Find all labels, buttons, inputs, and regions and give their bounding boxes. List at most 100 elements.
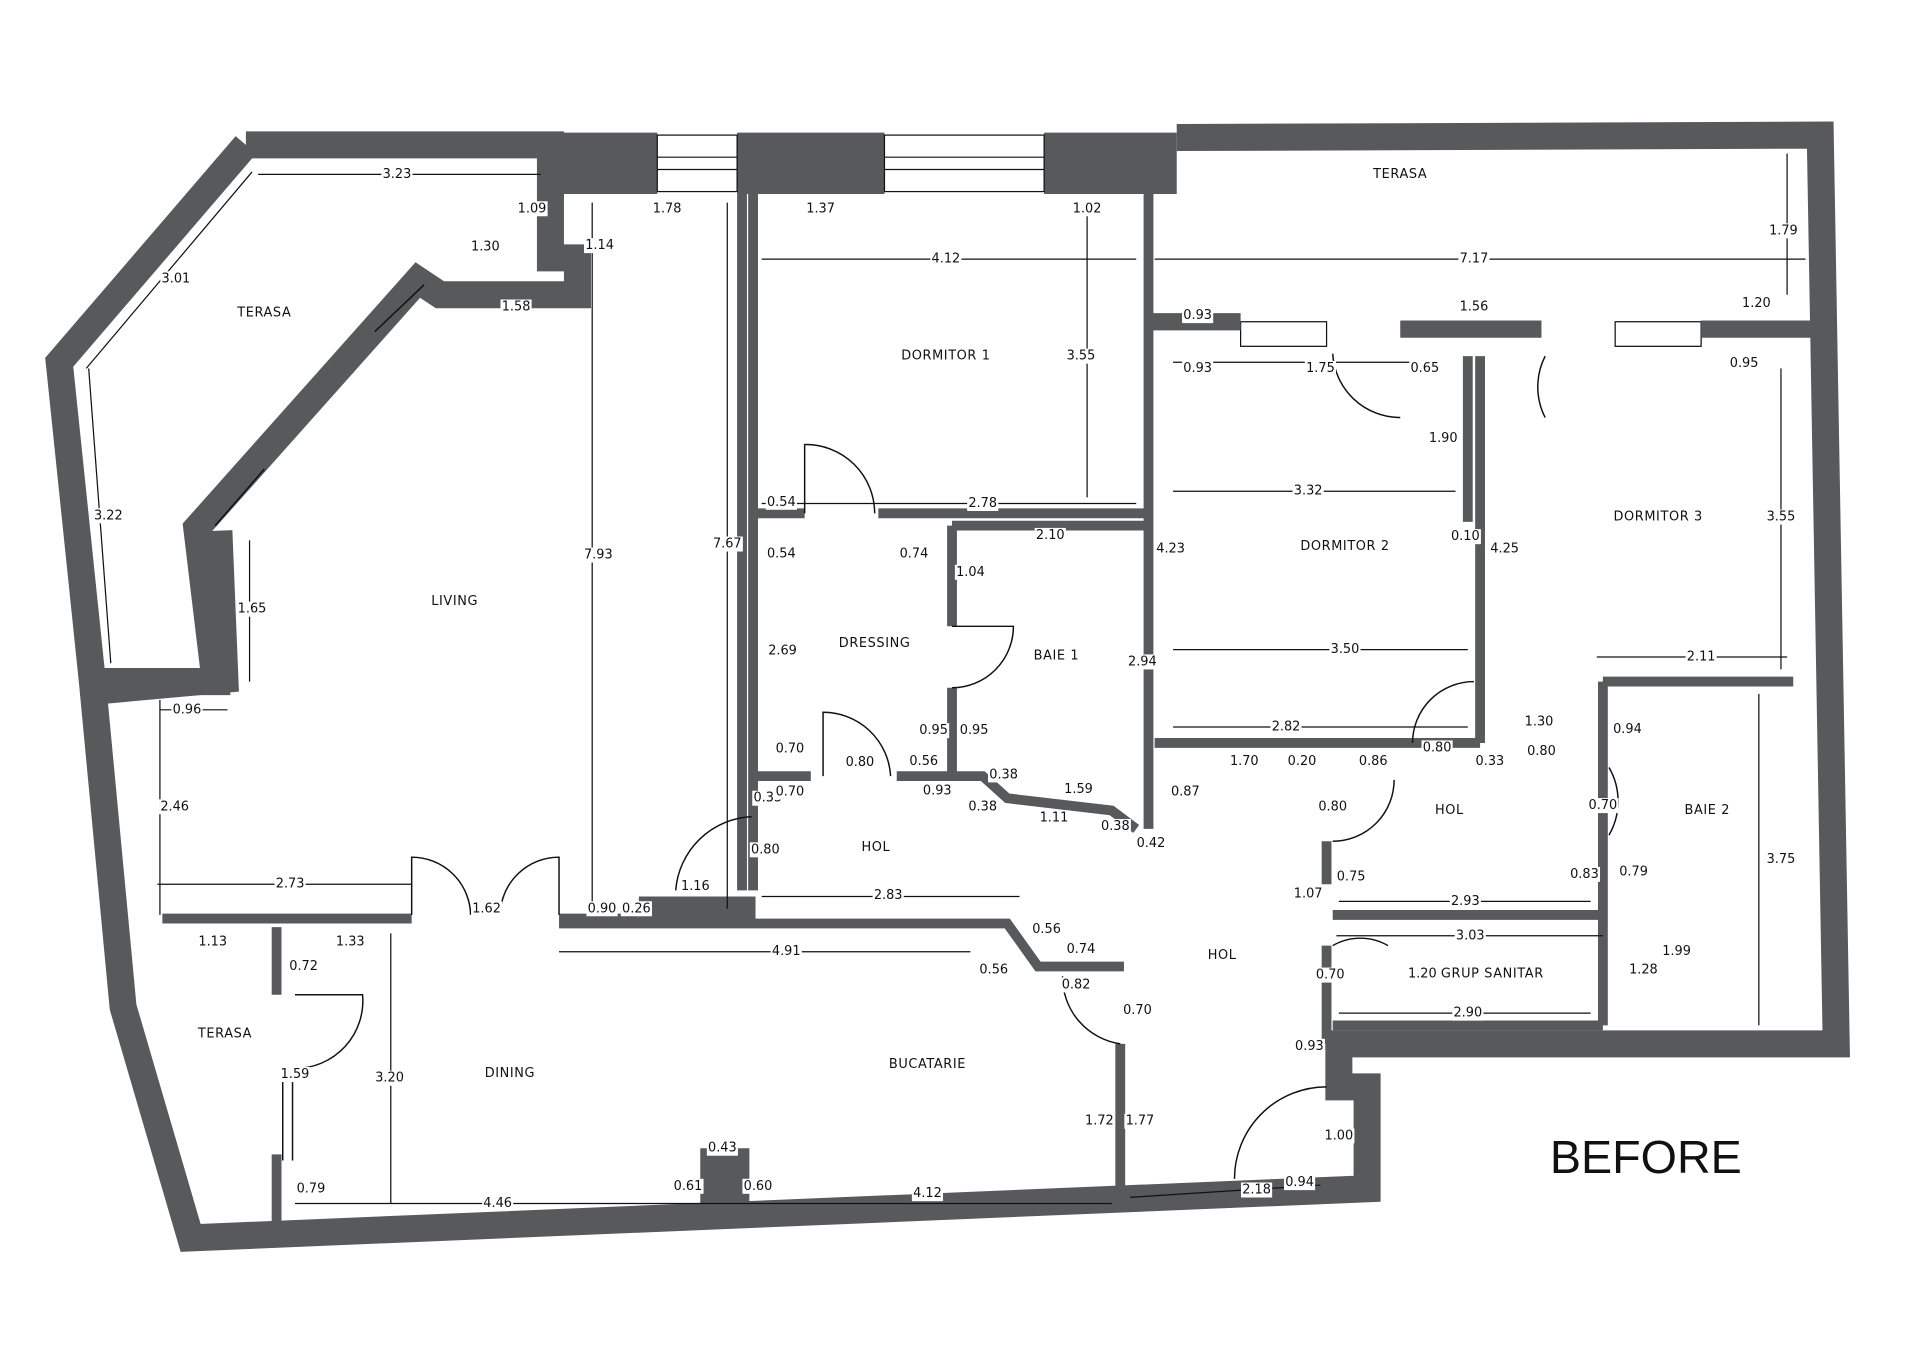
dimension-label-bg <box>1452 1005 1484 1021</box>
dimension-label-bg <box>1458 299 1490 315</box>
dimension-label-bg <box>967 496 999 512</box>
dimension-label-bg <box>1767 223 1799 239</box>
dimension-label-bg <box>1292 483 1324 499</box>
dimension-label-bg <box>1523 714 1555 730</box>
dimension-label-bg <box>1286 753 1318 769</box>
dimension-label-bg <box>471 901 503 917</box>
dimension-label-bg <box>1740 295 1772 311</box>
dimension-label: 1.62 <box>472 901 501 916</box>
dimension-label-bg <box>1458 251 1490 267</box>
interior-walls <box>162 194 1831 1229</box>
dimension-label-bg <box>586 901 618 917</box>
dimension-label-bg <box>1099 818 1131 834</box>
room-label: TERASA <box>1372 167 1427 182</box>
dimension-label: 1.13 <box>198 934 227 949</box>
dimension-label: 2.11 <box>1687 650 1716 665</box>
dimension-label-bg <box>1728 356 1760 372</box>
dimension-label-bg <box>1409 360 1441 376</box>
dimension-label: 0.80 <box>1423 740 1452 755</box>
room-label: BAIE 2 <box>1684 803 1730 818</box>
dimension-label: 0.20 <box>1288 754 1317 769</box>
outer-walls <box>45 121 1850 1252</box>
dimension-label-bg <box>374 1070 406 1086</box>
dimension-label: 0.96 <box>173 702 202 717</box>
dimension-label: 1.14 <box>585 238 614 253</box>
dimension-label: 2.46 <box>160 799 189 814</box>
dimension-label-bg <box>1065 348 1097 364</box>
dimension-label: 0.38 <box>989 767 1018 782</box>
dimension-label-bg <box>1427 430 1459 446</box>
dimension-label-bg <box>381 166 413 182</box>
room-label: DORMITOR 3 <box>1614 510 1703 525</box>
dimension-label: 3.01 <box>162 271 191 286</box>
dimension-label: 1.58 <box>502 300 531 315</box>
dimension-label: 2.90 <box>1453 1006 1482 1021</box>
dimension-label: 1.30 <box>471 239 500 254</box>
dimension-label: 2.82 <box>1272 720 1301 735</box>
dimension-label-bg <box>1489 541 1521 557</box>
dimension-label: 3.22 <box>94 508 123 523</box>
dimension-label-bg <box>978 962 1010 978</box>
dimension-label: 2.18 <box>1242 1182 1271 1197</box>
dimension-label-bg <box>742 1178 774 1194</box>
dimension-label: 3.32 <box>1294 484 1323 499</box>
dimension-label: 0.70 <box>776 742 805 757</box>
dimension-label-bg <box>774 784 806 800</box>
dimension-label: 2.10 <box>1036 528 1065 543</box>
dimension-label-bg <box>1685 649 1717 665</box>
dimension-label: 0.93 <box>923 783 952 798</box>
dimension-label-bg <box>672 1178 704 1194</box>
dimension-label: 0.10 <box>1451 529 1480 544</box>
room-label: GRUP SANITAR <box>1441 966 1544 981</box>
room-labels: TERASA DORMITOR 1 TERASA LIVING DORMITOR… <box>197 167 1730 1081</box>
dimension-label: 0.93 <box>1183 308 1212 323</box>
dimension-label: 1.16 <box>681 879 710 894</box>
dimension-label: 0.65 <box>1410 361 1439 376</box>
room-label: DRESSING <box>839 636 911 651</box>
dimension-label-bg <box>1661 944 1693 960</box>
windows <box>214 134 1702 1161</box>
dimension-label: 1.90 <box>1429 431 1458 446</box>
dimension-label-bg <box>1293 1038 1325 1054</box>
dimension-label-bg <box>171 702 203 718</box>
dimension-label-bg <box>1038 810 1070 826</box>
dimension-label: 1.77 <box>1126 1114 1155 1129</box>
dimension-label: 2.94 <box>1128 654 1157 669</box>
dimension-label: 4.91 <box>772 944 801 959</box>
dimension-label: 0.42 <box>1137 836 1166 851</box>
dimension-label-bg <box>1241 1182 1273 1198</box>
dimension-label: 1.79 <box>1769 223 1798 238</box>
dimension-label: 1.78 <box>653 201 682 216</box>
dimension-label: 0.33 <box>1476 754 1505 769</box>
dimension-label: 0.70 <box>776 785 805 800</box>
dimension-label: 0.54 <box>767 546 796 561</box>
dimension-label-bg <box>844 755 876 771</box>
dimension-label-bg <box>770 944 802 960</box>
room-label: HOL <box>1435 803 1464 818</box>
dimension-label: 0.70 <box>1123 1003 1152 1018</box>
dimension-label-bg <box>1304 360 1336 376</box>
dimension-label: 1.04 <box>956 565 985 580</box>
dimension-label-bg <box>872 887 904 903</box>
dimension-label: 0.56 <box>909 754 938 769</box>
dimension-label: 0.61 <box>674 1179 703 1194</box>
dimension-label-bg <box>500 299 532 315</box>
dimension-label-bg <box>898 546 930 562</box>
dimension-label-bg <box>749 842 781 858</box>
dimension-label-bg <box>295 1181 327 1197</box>
dimension-label: 1.20 <box>1408 966 1437 981</box>
dimension-label: 0.90 <box>588 901 617 916</box>
dimension-label: 0.79 <box>297 1181 326 1196</box>
dimension-label: 1.72 <box>1085 1114 1114 1129</box>
dimension-label-bg <box>766 643 799 659</box>
dimension-label-bg <box>582 547 614 563</box>
dimension-label-bg <box>1270 719 1302 735</box>
dimension-label: 0.79 <box>1619 864 1648 879</box>
dimension-label-bg <box>1587 798 1619 814</box>
dimension-label-bg <box>1071 201 1103 217</box>
dimension-label-bg <box>1323 1128 1355 1144</box>
dimension-label: 0.95 <box>960 723 989 738</box>
dimension-label: 0.74 <box>1067 942 1096 957</box>
